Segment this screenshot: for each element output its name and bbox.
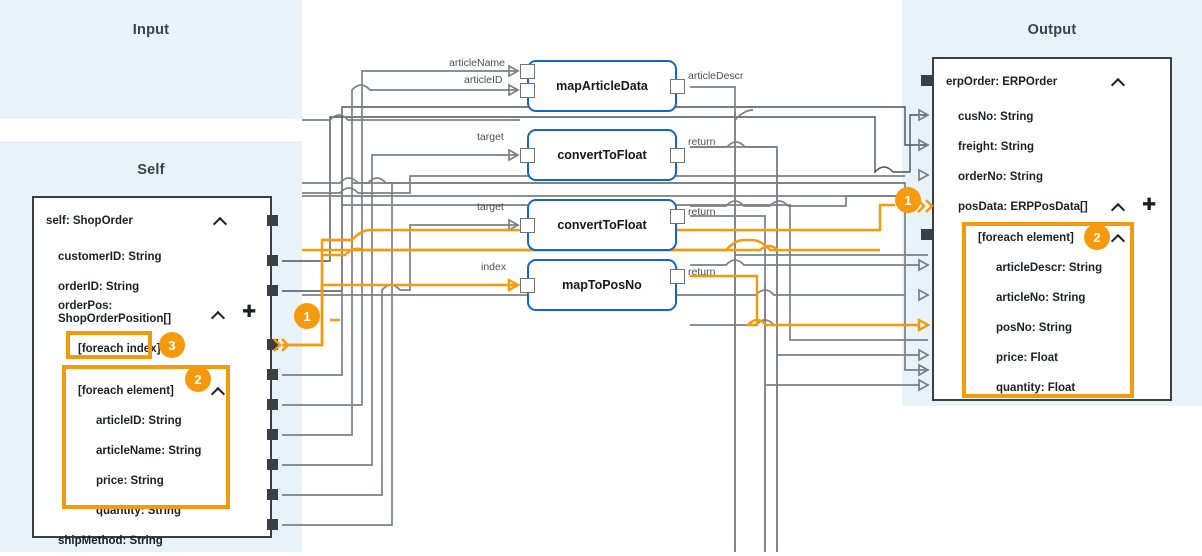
pin-output-return-2[interactable] (670, 209, 685, 224)
pin-label-articlename: articleName (449, 57, 506, 69)
field-label: posNo: String (996, 322, 1073, 334)
foreach-element-group-output (962, 222, 1134, 398)
pin-input-target-1[interactable] (520, 148, 535, 163)
pin-label-articleid: articleID (464, 74, 503, 86)
pin-input-articleid[interactable] (520, 83, 535, 98)
pin-label-articledescr: articleDescr (688, 70, 744, 82)
field-row-foreach-element[interactable]: [foreach element] (34, 376, 270, 406)
field-label: articleNo: String (996, 292, 1086, 304)
field-row-price[interactable]: price: String (34, 466, 270, 496)
port-articleid[interactable] (267, 399, 278, 410)
field-label: articleDescr: String (996, 262, 1103, 274)
region-self-title: Self (137, 162, 165, 178)
field-row-customerid[interactable]: customerID: String (34, 242, 270, 272)
pin-label-index: index (481, 261, 507, 273)
region-output-title: Output (1027, 22, 1077, 38)
function-name: mapToPosNo (562, 278, 642, 292)
output-header-row[interactable]: erpOrder: ERPOrder (934, 67, 1170, 97)
plus-icon[interactable]: ✚ (1142, 195, 1157, 214)
orange-double-chevron-icon (917, 199, 934, 213)
port-erporder[interactable] (921, 75, 932, 86)
badge-self-orderpos: 1 (294, 303, 320, 329)
function-name: convertToFloat (557, 218, 647, 232)
foreach-element-group-self (62, 365, 230, 509)
field-row-foreach-index[interactable]: [foreach index] (34, 334, 270, 364)
function-node-converttofloat-1[interactable]: convertToFloat (527, 129, 677, 181)
field-row-price-out[interactable]: price: Float (934, 343, 1170, 373)
plus-icon[interactable]: ✚ (242, 302, 257, 321)
field-row-articlename[interactable]: articleName: String (34, 436, 270, 466)
field-row-articledescr[interactable]: articleDescr: String (934, 253, 1170, 283)
field-label: [foreach element] (978, 232, 1074, 244)
port-orderpos[interactable] (267, 339, 278, 350)
badge-foreach-element-output: 2 (1084, 224, 1110, 250)
field-row-foreach-element-out[interactable]: [foreach element] (934, 223, 1170, 253)
field-row-orderid[interactable]: orderID: String (34, 272, 270, 302)
self-header-label: self: ShopOrder (46, 215, 133, 227)
pin-label-target-1: target (477, 131, 504, 143)
field-row-articleid[interactable]: articleID: String (34, 406, 270, 436)
field-label: cusNo: String (958, 111, 1034, 123)
function-node-maptoposno[interactable]: mapToPosNo (527, 259, 677, 311)
pin-label-return-2: return (688, 206, 716, 218)
field-label: price: Float (996, 352, 1058, 364)
region-input-title: Input (132, 22, 170, 38)
field-label: customerID: String (58, 251, 162, 263)
port-articlename[interactable] (267, 429, 278, 440)
pin-output-return-3[interactable] (670, 269, 685, 284)
field-row-orderno[interactable]: orderNo: String (934, 162, 1170, 192)
field-row-articleno[interactable]: articleNo: String (934, 283, 1170, 313)
orange-double-chevron-icon (273, 338, 290, 352)
field-label: posData: ERPPosData[] (958, 201, 1088, 213)
function-name: mapArticleData (556, 79, 648, 93)
port-orderid[interactable] (267, 285, 278, 296)
field-label: orderID: String (58, 281, 140, 293)
port-shipmethod[interactable] (267, 519, 278, 530)
pin-input-articlename[interactable] (520, 64, 535, 79)
port-customerid[interactable] (267, 255, 278, 266)
function-name: convertToFloat (557, 148, 647, 162)
field-label: orderNo: String (958, 171, 1043, 183)
pin-output-articledescr[interactable] (670, 79, 685, 94)
field-label: orderPos: ShopOrderPosition[] (58, 300, 172, 325)
port-self-root[interactable] (267, 215, 278, 226)
pin-input-target-2[interactable] (520, 218, 535, 233)
region-input: Input (0, 0, 302, 119)
pin-label-return-1: return (688, 136, 716, 148)
pin-label-target-2: target (477, 201, 504, 213)
field-label: articleName: String (96, 445, 202, 457)
field-label: freight: String (958, 141, 1035, 153)
field-row-shipmethod[interactable]: shipMethod: String (34, 526, 270, 556)
port-price[interactable] (267, 459, 278, 470)
field-row-quantity-out[interactable]: quantity: Float (934, 373, 1170, 403)
self-header-row[interactable]: self: ShopOrder (34, 206, 270, 236)
field-label: quantity: Float (996, 382, 1076, 394)
field-label: [foreach index] (78, 343, 161, 355)
port-quantity[interactable] (267, 489, 278, 500)
badge-foreach-element-self: 2 (185, 366, 211, 392)
field-label: shipMethod: String (58, 535, 163, 547)
field-row-posdata[interactable]: posData: ERPPosData[] (934, 192, 1170, 222)
port-foreach-index[interactable] (267, 369, 278, 380)
output-header-label: erpOrder: ERPOrder (946, 76, 1058, 88)
field-row-cusno[interactable]: cusNo: String (934, 102, 1170, 132)
field-row-orderpos[interactable]: orderPos: ShopOrderPosition[] (34, 296, 270, 330)
function-node-converttofloat-2[interactable]: convertToFloat (527, 199, 677, 251)
port-foreach-element-out[interactable] (921, 229, 932, 240)
field-row-freight[interactable]: freight: String (934, 132, 1170, 162)
function-node-maparticledata[interactable]: mapArticleData (527, 60, 677, 112)
badge-output-posdata: 1 (895, 187, 921, 213)
foreach-index-highlight (66, 331, 152, 359)
pin-label-return-3: return (688, 266, 716, 278)
field-label: [foreach element] (78, 385, 174, 397)
pin-input-index[interactable] (520, 278, 535, 293)
pin-output-return-1[interactable] (670, 148, 685, 163)
badge-foreach-index: 3 (159, 332, 185, 358)
field-row-posno[interactable]: posNo: String (934, 313, 1170, 343)
field-label: price: String (96, 475, 164, 487)
field-label: articleID: String (96, 415, 182, 427)
